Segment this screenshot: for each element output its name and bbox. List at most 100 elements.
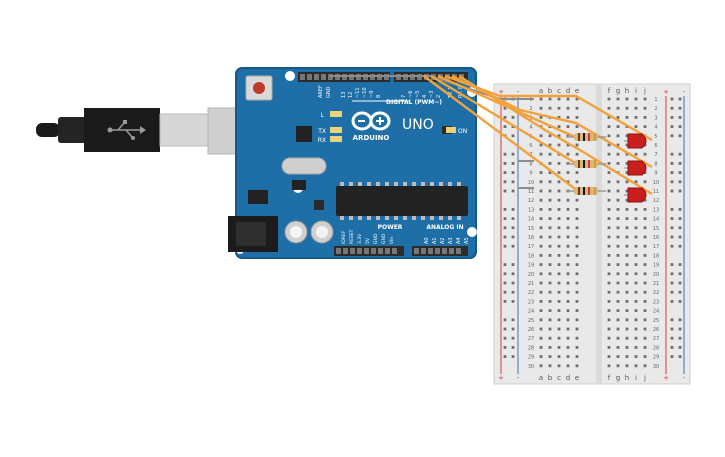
breadboard-hole[interactable] xyxy=(616,125,620,128)
breadboard-hole[interactable] xyxy=(575,327,579,331)
rail-hole[interactable] xyxy=(670,235,674,239)
breadboard-hole[interactable] xyxy=(625,254,629,257)
breadboard-hole[interactable] xyxy=(575,300,579,303)
breadboard-hole[interactable] xyxy=(548,97,552,101)
breadboard-hole[interactable] xyxy=(616,198,620,202)
rail-hole[interactable] xyxy=(511,336,515,340)
breadboard-hole[interactable] xyxy=(607,327,611,331)
breadboard-hole[interactable] xyxy=(634,106,638,110)
breadboard-hole[interactable] xyxy=(634,217,638,220)
breadboard-hole[interactable] xyxy=(607,217,611,220)
breadboard-hole[interactable] xyxy=(566,125,570,128)
breadboard-hole[interactable] xyxy=(566,134,570,138)
breadboard-hole[interactable] xyxy=(643,336,647,340)
breadboard-hole[interactable] xyxy=(634,336,638,340)
rail-hole[interactable] xyxy=(670,244,674,248)
breadboard-hole[interactable] xyxy=(566,116,570,119)
breadboard-hole[interactable] xyxy=(634,116,638,119)
breadboard-hole[interactable] xyxy=(634,235,638,239)
breadboard-hole[interactable] xyxy=(548,198,552,202)
breadboard-hole[interactable] xyxy=(557,290,561,294)
breadboard-hole[interactable] xyxy=(616,97,620,101)
rail-hole[interactable] xyxy=(670,263,674,266)
breadboard-hole[interactable] xyxy=(625,346,629,349)
jumper-wires[interactable] xyxy=(330,74,653,196)
breadboard-hole[interactable] xyxy=(539,143,543,147)
breadboard-hole[interactable] xyxy=(557,346,561,349)
breadboard-hole[interactable] xyxy=(557,106,561,110)
breadboard-hole[interactable] xyxy=(616,336,620,340)
breadboard-hole[interactable] xyxy=(548,327,552,331)
led-1[interactable] xyxy=(624,133,647,149)
breadboard-hole[interactable] xyxy=(548,226,552,230)
breadboard-hole[interactable] xyxy=(616,272,620,276)
breadboard-hole[interactable] xyxy=(557,125,561,128)
rail-hole[interactable] xyxy=(511,263,515,266)
breadboard-hole[interactable] xyxy=(625,235,629,239)
breadboard-hole[interactable] xyxy=(539,208,543,211)
rail-hole[interactable] xyxy=(670,97,674,101)
rail-hole[interactable] xyxy=(678,217,682,220)
reset-button-cap[interactable] xyxy=(253,82,265,94)
breadboard-hole[interactable] xyxy=(575,235,579,239)
rail-hole[interactable] xyxy=(670,272,674,276)
breadboard-hole[interactable] xyxy=(607,272,611,276)
breadboard-hole[interactable] xyxy=(575,143,579,147)
breadboard-hole[interactable] xyxy=(539,364,543,368)
breadboard-hole[interactable] xyxy=(548,355,552,358)
breadboard-hole[interactable] xyxy=(557,254,561,257)
rail-hole[interactable] xyxy=(670,152,674,156)
header-pin[interactable] xyxy=(421,248,426,254)
breadboard-hole[interactable] xyxy=(575,346,579,349)
breadboard-hole[interactable] xyxy=(566,143,570,147)
rail-hole[interactable] xyxy=(511,226,515,230)
breadboard-hole[interactable] xyxy=(548,263,552,266)
breadboard-hole[interactable] xyxy=(643,125,647,128)
breadboard-hole[interactable] xyxy=(539,116,543,119)
breadboard-hole[interactable] xyxy=(548,208,552,211)
breadboard-hole[interactable] xyxy=(566,152,570,156)
breadboard-hole[interactable] xyxy=(557,208,561,211)
breadboard-hole[interactable] xyxy=(616,217,620,220)
rail-hole[interactable] xyxy=(678,226,682,230)
rail-hole[interactable] xyxy=(678,152,682,156)
breadboard-hole[interactable] xyxy=(539,244,543,248)
breadboard-hole[interactable] xyxy=(643,327,647,331)
breadboard-hole[interactable] xyxy=(643,281,647,285)
rail-hole[interactable] xyxy=(511,189,515,193)
breadboard-hole[interactable] xyxy=(539,300,543,303)
breadboard-hole[interactable] xyxy=(575,125,579,128)
rail-hole[interactable] xyxy=(678,263,682,266)
rail-hole[interactable] xyxy=(670,106,674,110)
breadboard-hole[interactable] xyxy=(616,244,620,248)
breadboard-hole[interactable] xyxy=(625,281,629,285)
breadboard-hole[interactable] xyxy=(548,244,552,248)
rail-hole[interactable] xyxy=(678,208,682,211)
breadboard-hole[interactable] xyxy=(607,125,611,128)
breadboard-hole[interactable] xyxy=(634,226,638,230)
rail-hole[interactable] xyxy=(678,355,682,358)
rail-hole[interactable] xyxy=(503,327,507,331)
breadboard-hole[interactable] xyxy=(548,134,552,138)
rail-hole[interactable] xyxy=(503,208,507,211)
breadboard-hole[interactable] xyxy=(548,180,552,184)
breadboard-hole[interactable] xyxy=(539,198,543,202)
breadboard-hole[interactable] xyxy=(566,97,570,101)
breadboard-hole[interactable] xyxy=(634,263,638,266)
breadboard-hole[interactable] xyxy=(566,226,570,230)
rail-hole[interactable] xyxy=(503,189,507,193)
breadboard-hole[interactable] xyxy=(643,198,647,202)
rail-hole[interactable] xyxy=(503,281,507,285)
rail-hole[interactable] xyxy=(503,290,507,294)
breadboard-hole[interactable] xyxy=(557,318,561,322)
rail-hole[interactable] xyxy=(503,125,507,128)
breadboard-hole[interactable] xyxy=(643,235,647,239)
breadboard-hole[interactable] xyxy=(643,263,647,266)
breadboard-hole[interactable] xyxy=(566,318,570,322)
breadboard-hole[interactable] xyxy=(634,180,638,184)
rail-hole[interactable] xyxy=(503,226,507,230)
breadboard-hole[interactable] xyxy=(566,327,570,331)
breadboard-hole[interactable] xyxy=(575,318,579,322)
breadboard-hole[interactable] xyxy=(607,97,611,101)
breadboard-hole[interactable] xyxy=(634,244,638,248)
